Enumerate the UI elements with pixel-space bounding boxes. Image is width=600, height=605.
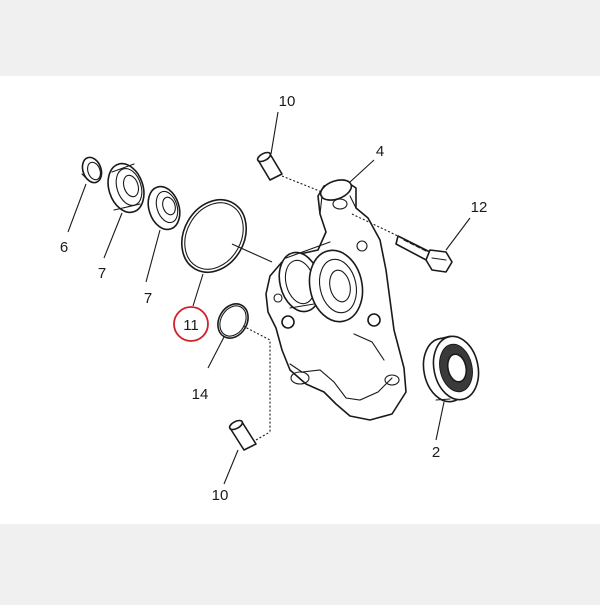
oring-small-part bbox=[217, 303, 249, 339]
callout-oring-large: 11 bbox=[183, 317, 199, 334]
housing-bracket-part bbox=[265, 179, 407, 421]
callout-bearing-outer: 7 bbox=[98, 265, 106, 282]
callout-roller-bearing: 2 bbox=[432, 444, 440, 461]
roller-bearing-part bbox=[422, 335, 480, 403]
callout-bolt: 12 bbox=[471, 199, 488, 216]
callout-oring-small: 14 bbox=[192, 386, 209, 403]
callout-circlip: 6 bbox=[60, 239, 68, 256]
dowel-pin-bottom-part bbox=[228, 419, 257, 451]
bolt-part bbox=[395, 235, 453, 273]
callout-bracket: 4 bbox=[376, 143, 384, 160]
dowel-pin-top-part bbox=[256, 151, 283, 181]
leader-oring-large bbox=[192, 273, 204, 307]
highlight-circle bbox=[173, 306, 209, 342]
assembly-line-bottom-pin bbox=[255, 431, 271, 441]
callout-bearing-inner: 7 bbox=[144, 290, 152, 307]
leader-bracket bbox=[349, 159, 375, 183]
assembly-line-oring-large bbox=[231, 243, 273, 263]
leader-bearing-inner bbox=[145, 229, 161, 283]
leader-bearing-outer bbox=[103, 212, 123, 259]
circlip-part bbox=[81, 156, 103, 184]
leader-oring-small bbox=[207, 336, 225, 369]
leader-top-pin bbox=[270, 111, 279, 155]
assembly-line-bolt bbox=[351, 213, 399, 237]
leader-bottom-pin bbox=[223, 449, 239, 485]
bearing-outer-part bbox=[107, 162, 145, 214]
leader-circlip bbox=[67, 183, 87, 233]
oring-large-part bbox=[181, 199, 247, 273]
callout-top-pin: 10 bbox=[279, 93, 296, 110]
leader-roller-bearing bbox=[435, 401, 445, 441]
callout-bottom-pin: 10 bbox=[212, 487, 229, 504]
assembly-line-top-pin bbox=[281, 175, 323, 193]
leader-bolt bbox=[445, 217, 471, 251]
bearing-inner-part bbox=[147, 185, 181, 231]
